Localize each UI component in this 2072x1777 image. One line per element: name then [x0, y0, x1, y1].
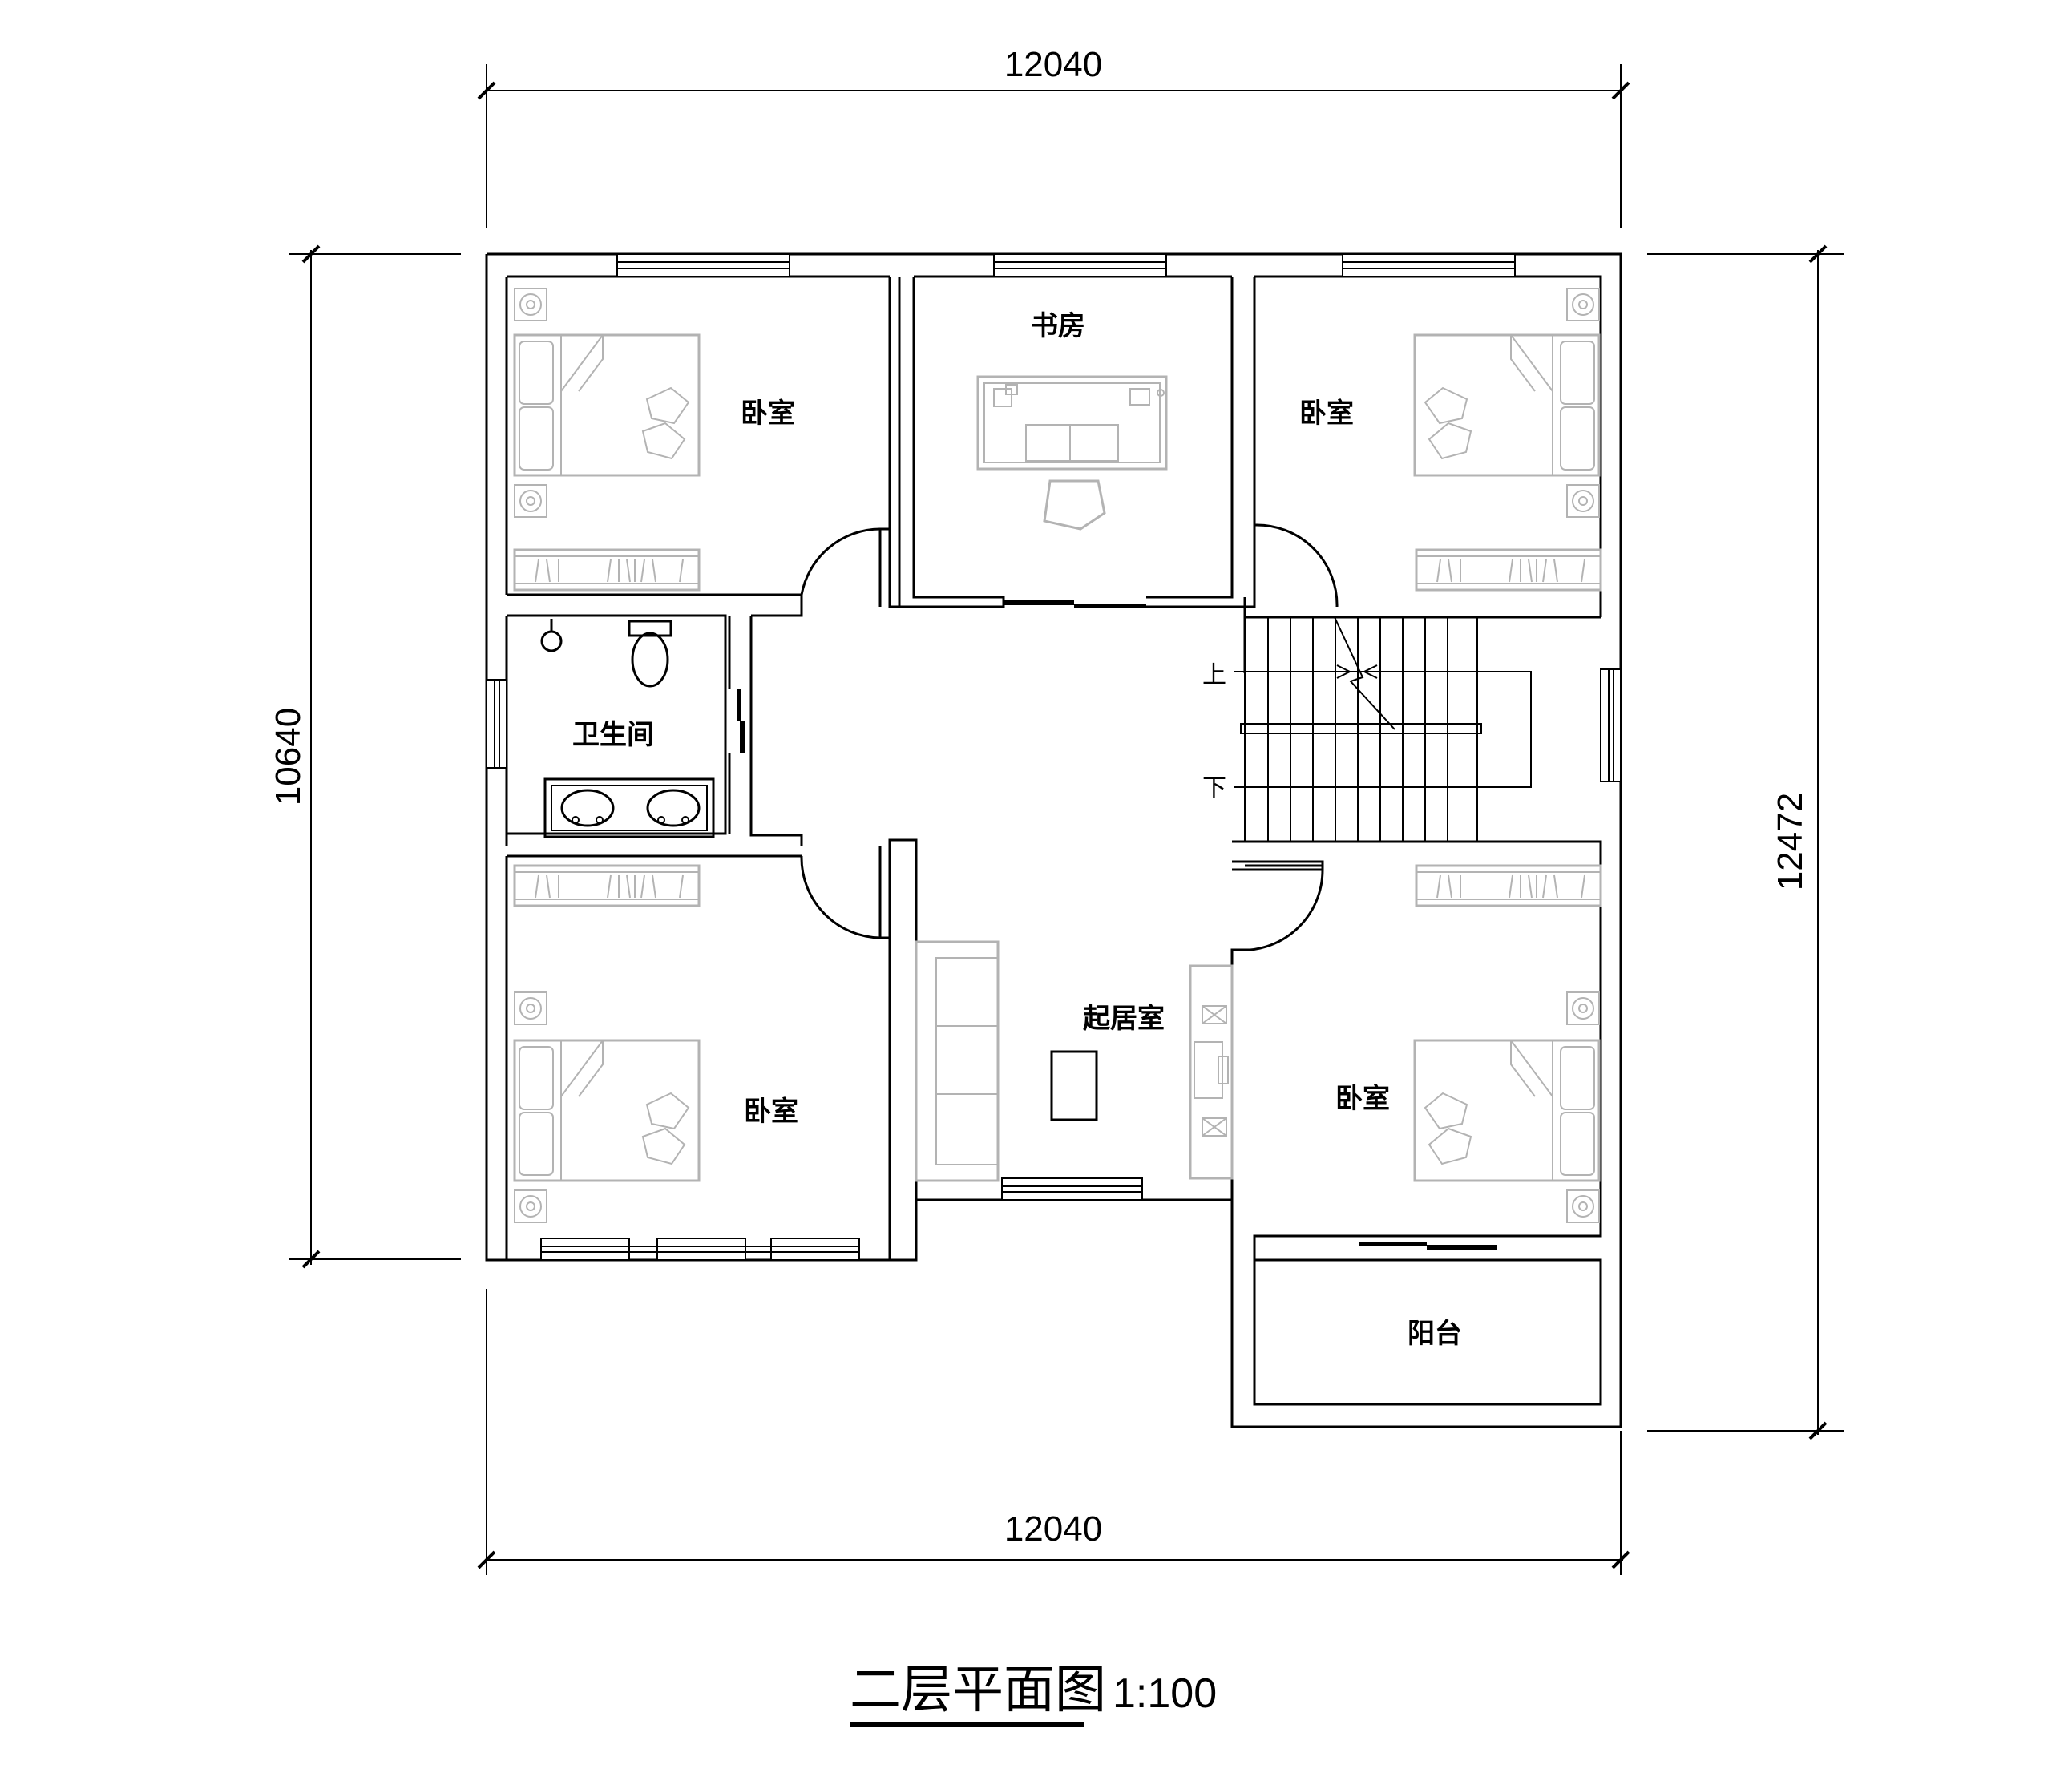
room-label-study: 书房 [1031, 310, 1085, 342]
stair-down-label: 下 [1202, 774, 1226, 802]
bedroom-top-right-furniture [1413, 288, 1602, 592]
bathroom-fixtures [540, 619, 715, 838]
room-label-living-room: 起居室 [1083, 1003, 1165, 1035]
bedroom-bottom-left-furniture [513, 864, 701, 1223]
room-label-bedroom-bottom-left: 卧室 [744, 1096, 798, 1128]
room-label-bathroom: 卫生间 [572, 719, 654, 751]
room-label-bedroom-top-left: 卧室 [741, 398, 795, 430]
bedroom-bottom-right-furniture [1413, 864, 1602, 1223]
study-desk [976, 375, 1168, 531]
dimension-top-label: 12040 [1004, 45, 1102, 84]
drawing-title-name: 二层平面图 [850, 1661, 1106, 1720]
staircase: 上 下 [1202, 616, 1532, 842]
dimension-bottom-label: 12040 [1004, 1509, 1102, 1549]
room-label-bedroom-bottom-right: 卧室 [1335, 1083, 1390, 1115]
windows [486, 253, 1622, 1261]
room-labels: 卧室 书房 卧室 卫生间 卧室 起居室 卧室 阳台 [572, 310, 1462, 1350]
drawing-title: 二层平面图 1:100 [850, 1661, 1217, 1727]
stair-up-label: 上 [1202, 661, 1226, 689]
living-room-furniture [915, 940, 1234, 1182]
dimension-bottom: 12040 [477, 1289, 1630, 1575]
room-label-balcony: 阳台 [1408, 1318, 1462, 1350]
dimension-left: 10640 [269, 244, 461, 1269]
drawing-scale: 1:100 [1113, 1670, 1217, 1717]
dimension-right-label: 12472 [1771, 793, 1810, 891]
room-label-bedroom-top-right: 卧室 [1299, 398, 1354, 430]
dimension-left-label: 10640 [269, 708, 308, 806]
title-underline [850, 1722, 1084, 1727]
bedroom-top-left-furniture [513, 288, 701, 592]
dimension-top: 12040 [477, 45, 1630, 228]
doors [737, 523, 1497, 1250]
dimension-right: 12472 [1647, 244, 1844, 1440]
